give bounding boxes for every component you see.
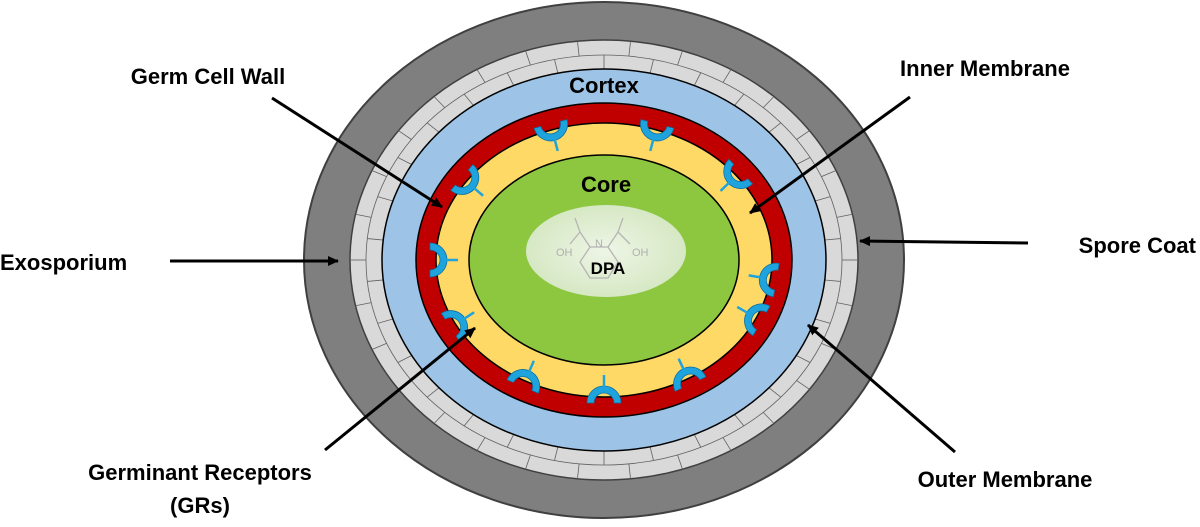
spore-coat-segment: [836, 213, 853, 218]
germ-cell-wall-label: Germ Cell Wall: [131, 64, 285, 89]
spore-coat-segment: [367, 238, 384, 241]
germinant-receptor: [736, 303, 771, 337]
germinant-receptor: [586, 375, 622, 404]
spore-coat-segment: [463, 93, 474, 106]
spore-coat-segment: [426, 387, 440, 398]
spore-coat-segment: [722, 69, 732, 83]
inner-membrane-label: Inner Membrane: [900, 56, 1070, 81]
spore-coat-segment: [525, 454, 531, 470]
dpa-oh-right-text: OH: [632, 247, 649, 259]
germinant-receptor: [719, 158, 754, 192]
spore-coat-segment: [463, 414, 474, 427]
outer-membrane-arrow: [807, 323, 956, 454]
spore-coat-segment: [525, 50, 531, 66]
exosporium-label: Exosporium: [0, 250, 127, 275]
spore-coat-arrow: [859, 236, 1029, 247]
spore-coat-segment: [693, 434, 702, 448]
inner-membrane-arrow: [749, 95, 911, 215]
germinant-receptor: [533, 119, 568, 152]
spore-coat-segment: [734, 414, 745, 427]
germinant-receptor: [429, 242, 458, 278]
germinant-receptors-label-line2: (GRs): [170, 493, 230, 518]
spore-coat-segment: [506, 434, 515, 448]
germinant-receptor: [748, 262, 780, 298]
spore-coat-segments: [350, 41, 858, 479]
outer-membrane-label: Outer Membrane: [918, 467, 1093, 492]
dpa-oh-left-text: OH: [556, 247, 573, 259]
core-label: Core: [581, 172, 631, 197]
dpa-area: [526, 205, 686, 297]
spore-coat-segment: [824, 279, 841, 282]
spore-coat-segment: [355, 213, 372, 218]
spore-coat-segment: [796, 355, 811, 363]
spore-coat-segment: [815, 318, 831, 324]
spore-coat-segment: [476, 69, 486, 83]
spore-coat-segment: [677, 454, 683, 470]
germinant-receptors-label: Germinant Receptors: [88, 460, 312, 485]
spore-coat-segment: [824, 238, 841, 241]
spore-coat-segment: [815, 196, 831, 202]
spore-coat-segment: [762, 412, 775, 424]
germinant-receptors-arrow: [324, 326, 476, 452]
spore-coat-segment: [677, 50, 683, 66]
spore-coat-segment: [426, 122, 440, 133]
dpa-label: DPA: [591, 259, 626, 278]
spore-coat-label: Spore Coat: [1079, 233, 1197, 258]
spore-coat-segment: [398, 130, 412, 140]
spore-coat-segment: [554, 446, 559, 461]
spore-coat-segment: [377, 318, 393, 324]
spore-coat-segment: [433, 96, 446, 108]
spore-coat-segment: [628, 463, 631, 479]
spore-coat-segment: [506, 72, 515, 86]
spore-coat-segment: [836, 302, 853, 307]
spore-coat-segment: [476, 437, 486, 451]
spore-coat-segment: [377, 196, 393, 202]
spore-coat-segment: [367, 279, 384, 282]
spore-coat-segment: [433, 412, 446, 424]
spore-coat-segment: [768, 387, 782, 398]
germinant-receptor: [450, 164, 484, 197]
spore-coat-segment: [554, 59, 559, 74]
spore-coat-segment: [722, 437, 732, 451]
spore-coat-segment: [796, 130, 810, 140]
spore-coat-segment: [577, 41, 580, 57]
spore-coat-segment: [397, 355, 412, 363]
germinant-receptors-group: [429, 119, 780, 404]
spore-coat-segment: [649, 59, 654, 74]
spore-coat-segment: [577, 463, 580, 479]
spore-coat-segment: [397, 157, 412, 165]
spore-coat-segment: [734, 93, 745, 106]
germinant-receptor: [640, 119, 675, 152]
spore-coat-segment: [762, 96, 775, 108]
spore-coat-segment: [628, 41, 631, 57]
spore-coat-segment: [821, 170, 837, 177]
germ-cell-wall-arrow: [271, 96, 443, 209]
spore-coat-segment: [371, 343, 387, 350]
spore-coat-segment: [796, 380, 810, 390]
spore-coat-segment: [649, 446, 654, 461]
spore-coat-segment: [371, 170, 387, 177]
dpa-n-text: N: [595, 238, 603, 250]
spore-coat-segment: [768, 122, 782, 133]
germinant-receptor: [506, 360, 541, 394]
germinant-receptor: [673, 358, 707, 392]
dpa-chemical-structure: [569, 217, 631, 279]
cortex-label: Cortex: [569, 73, 639, 98]
spore-coat-segment: [796, 157, 811, 165]
spore-coat-segment: [693, 72, 702, 86]
spore-coat-segment: [355, 302, 372, 307]
